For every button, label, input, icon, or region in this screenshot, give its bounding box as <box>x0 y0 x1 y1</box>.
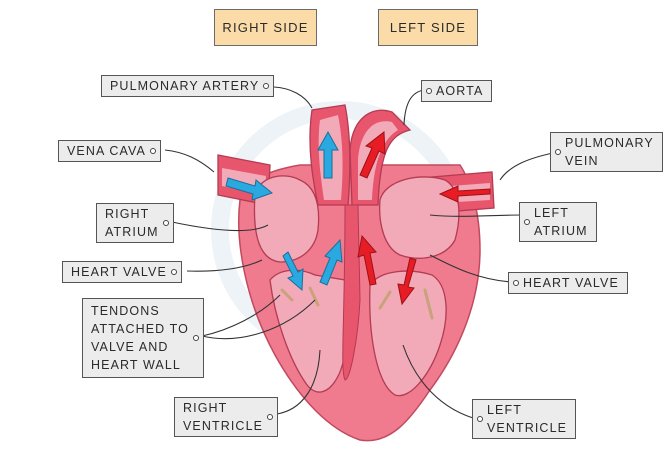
label-text-line: HEART WALL <box>91 358 181 372</box>
label-text: HEART VALVE <box>71 265 167 279</box>
label-text-line: ATRIUM <box>105 225 159 239</box>
label-text-line: VEIN <box>565 154 599 168</box>
label-text-line: VENTRICLE <box>487 421 568 435</box>
tag-hole <box>162 220 169 226</box>
tag-hole <box>477 416 483 422</box>
aorta-lumen <box>358 121 398 200</box>
septum <box>342 204 361 381</box>
label-text-line: VENTRICLE <box>183 419 264 433</box>
blue-arrow-right-up <box>319 238 343 286</box>
right-atrium-chamber <box>253 175 320 263</box>
label-pulmonary-artery: PULMONARY ARTERY <box>101 75 275 97</box>
red-arrow-aorta <box>359 131 386 179</box>
label-vena-cava: VENA CAVA <box>58 140 161 162</box>
blue-arrow-pulmonary-artery <box>317 130 339 179</box>
right-side-header: RIGHT SIDE <box>214 9 317 46</box>
tag-hole <box>426 88 432 94</box>
tag-hole <box>555 149 561 155</box>
label-right-ventricle: RIGHT VENTRICLE <box>174 397 279 437</box>
label-heart-valve-right: HEART VALVE <box>62 261 182 283</box>
label-left-atrium: LEFT ATRIUM <box>519 202 597 242</box>
label-left-ventricle: LEFT VENTRICLE <box>472 399 577 439</box>
left-side-header: LEFT SIDE <box>378 9 478 46</box>
label-text: AORTA <box>436 84 484 98</box>
label-text-line: ATTACHED TO <box>91 322 189 336</box>
tag-hole <box>267 414 274 420</box>
tag-hole <box>513 280 519 286</box>
left-atrium-chamber <box>379 176 460 259</box>
tag-hole <box>149 148 156 154</box>
label-text-line: ATRIUM <box>534 224 588 238</box>
label-text-line: RIGHT <box>183 401 228 415</box>
label-pulmonary-vein: PULMONARY VEIN <box>550 132 663 172</box>
label-text-line: LEFT <box>487 403 522 417</box>
tag-hole <box>193 335 199 341</box>
red-arrows <box>357 131 491 306</box>
tag-hole <box>524 219 530 225</box>
blue-arrow-right-valve <box>282 251 304 292</box>
label-aorta: AORTA <box>421 80 493 102</box>
tendons <box>280 286 434 320</box>
label-text-line: PULMONARY <box>565 136 654 150</box>
label-text-line: TENDONS <box>91 304 160 318</box>
tag-hole <box>263 83 270 89</box>
label-text-line: VALVE AND <box>91 340 169 354</box>
right-ventricle-chamber <box>269 269 350 393</box>
red-arrow-left-valve <box>397 257 417 306</box>
red-arrow-pulmonary-vein <box>438 185 491 203</box>
label-heart-valve-left: HEART VALVE <box>508 272 628 294</box>
label-text: HEART VALVE <box>523 276 619 290</box>
blue-arrows <box>225 130 343 292</box>
blue-arrow-vena-cava <box>225 177 274 201</box>
label-right-atrium: RIGHT ATRIUM <box>96 203 174 243</box>
tag-hole <box>170 269 177 275</box>
label-tendons: TENDONS ATTACHED TO VALVE AND HEART WALL <box>82 298 204 378</box>
label-text: VENA CAVA <box>67 144 146 158</box>
label-text-line: RIGHT <box>105 207 150 221</box>
label-text-line: LEFT <box>534 206 569 220</box>
label-text: PULMONARY ARTERY <box>110 79 260 93</box>
leader-lines <box>164 86 554 421</box>
red-arrow-left-up <box>357 234 377 286</box>
